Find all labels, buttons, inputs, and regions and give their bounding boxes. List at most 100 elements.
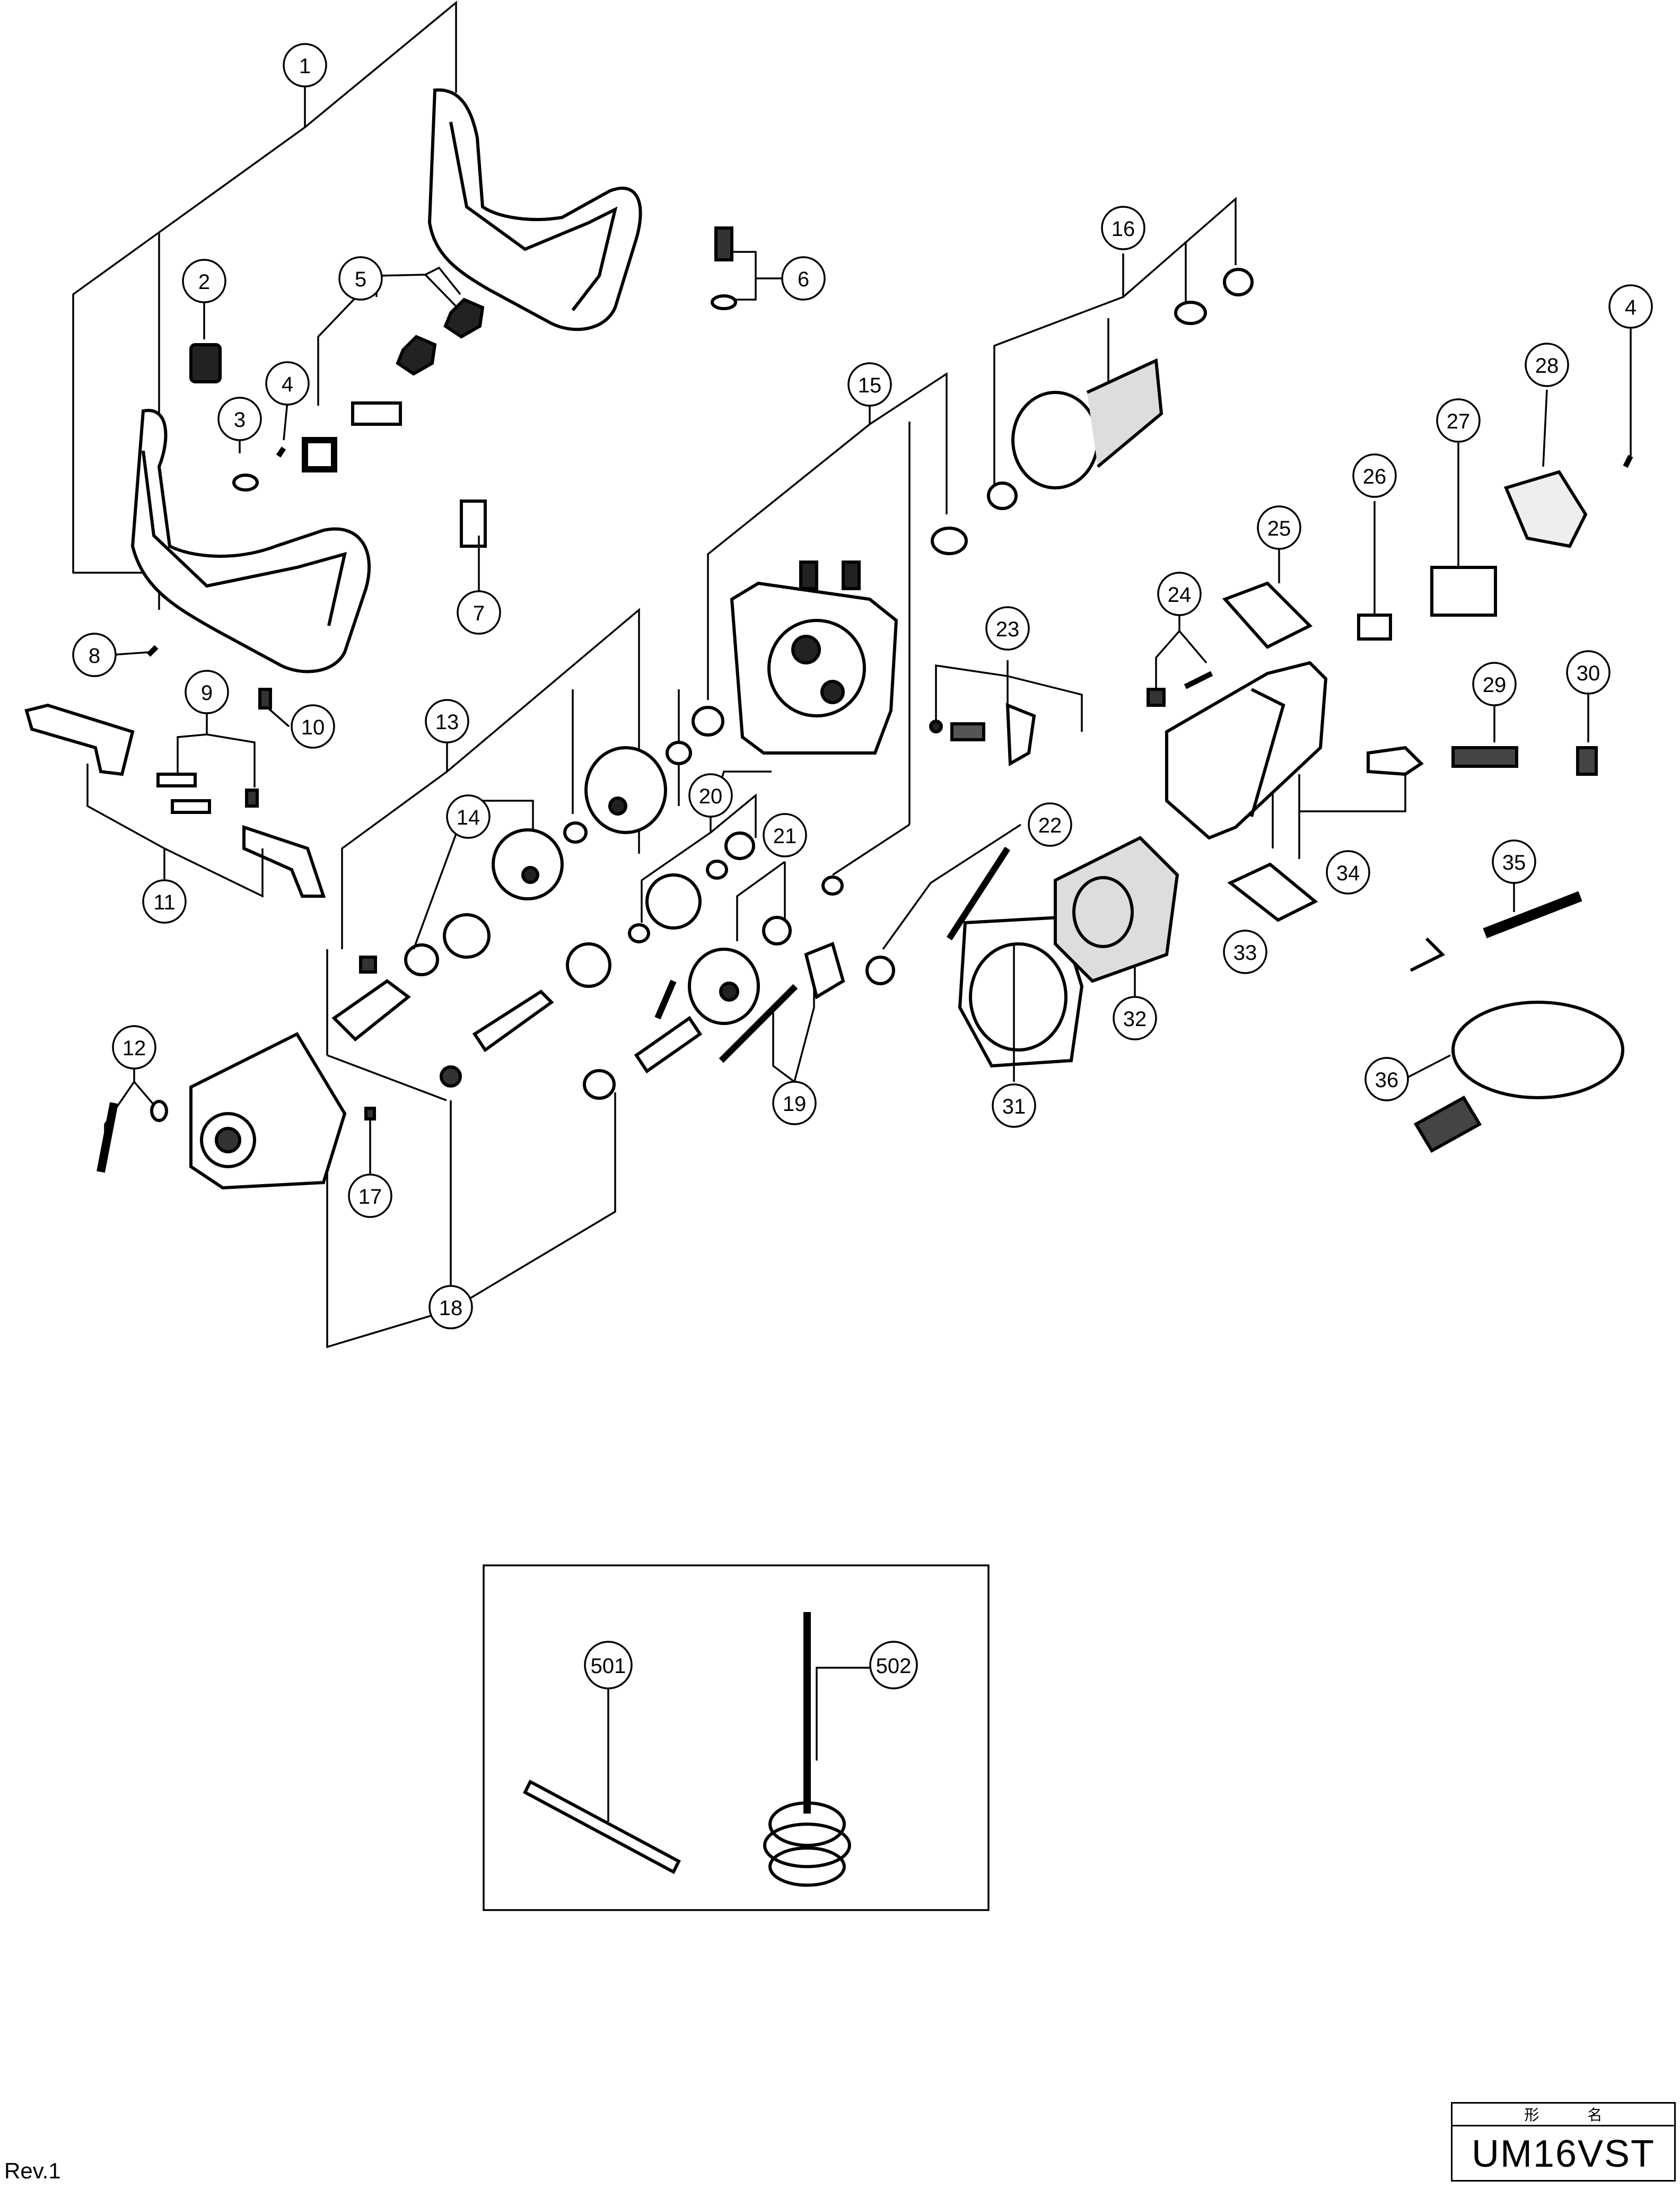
callout-label: 19 xyxy=(783,1092,807,1116)
callout-3: 3 xyxy=(217,397,262,441)
callout-35: 35 xyxy=(1492,839,1536,884)
callout-32: 32 xyxy=(1113,996,1157,1040)
callout-27: 27 xyxy=(1436,398,1481,443)
callout-label: 22 xyxy=(1038,814,1062,837)
callout-label: 36 xyxy=(1375,1069,1399,1092)
callout-label: 32 xyxy=(1123,1008,1147,1031)
callout-18: 18 xyxy=(428,1285,473,1329)
callout-circle xyxy=(1472,662,1517,706)
callout-label: 18 xyxy=(439,1297,463,1320)
switch xyxy=(189,343,222,383)
callout-label: 25 xyxy=(1267,517,1291,540)
callout-circle xyxy=(763,813,807,857)
title-block-header-left: 形 xyxy=(1524,2107,1539,2123)
callout-circle xyxy=(457,590,501,635)
callout-circle xyxy=(688,773,733,818)
callout-circle xyxy=(217,397,262,441)
callout-circle xyxy=(1101,206,1145,250)
shaft-13 xyxy=(331,979,411,1042)
title-block: 形 名 UM16VST xyxy=(1451,2102,1676,2182)
callout-label: 1 xyxy=(299,55,311,78)
callout-7: 7 xyxy=(457,590,501,635)
callout-circle xyxy=(1352,453,1397,498)
callout-circle xyxy=(781,256,826,301)
handle-upper xyxy=(427,88,642,331)
title-block-header-right: 名 xyxy=(1587,2107,1603,2123)
callout-circle xyxy=(1326,850,1370,895)
callout-circle xyxy=(291,704,335,749)
callout-36: 36 xyxy=(1364,1057,1409,1101)
leader-lines xyxy=(72,1,1632,1822)
callout-label: 501 xyxy=(591,1654,626,1678)
callout-label: 9 xyxy=(201,681,213,705)
callout-circle xyxy=(283,43,327,87)
callout-25: 25 xyxy=(1257,505,1301,550)
stator-32 xyxy=(1054,836,1179,983)
title-block-header: 形 名 xyxy=(1452,2104,1674,2126)
callout-label: 26 xyxy=(1363,465,1387,488)
callout-16: 16 xyxy=(1101,206,1145,250)
clip-7 xyxy=(460,500,487,548)
callout-21: 21 xyxy=(763,813,807,857)
callout-501: 501 xyxy=(584,1641,633,1689)
callout-30: 30 xyxy=(1566,650,1611,695)
bar-11-right xyxy=(242,825,326,898)
callout-label: 15 xyxy=(858,374,882,397)
brush-5b xyxy=(443,297,485,339)
callout-circle xyxy=(1364,1057,1409,1101)
callout-23: 23 xyxy=(985,606,1030,651)
callout-5: 5 xyxy=(338,256,383,301)
callout-circle xyxy=(72,633,117,677)
screw-6 xyxy=(714,226,733,261)
callout-label: 13 xyxy=(435,711,459,734)
callout-circle xyxy=(1492,839,1536,884)
callout-502: 502 xyxy=(869,1641,918,1689)
washer-6 xyxy=(711,294,737,310)
callout-label: 2 xyxy=(198,270,210,294)
callout-label: 16 xyxy=(1112,217,1135,241)
revision-label: Rev.1 xyxy=(4,2158,61,2183)
accessory-box xyxy=(483,1564,990,1911)
callout-circle xyxy=(182,259,226,303)
callout-label: 5 xyxy=(355,268,366,291)
callout-34: 34 xyxy=(1326,850,1370,895)
callout-1: 1 xyxy=(283,43,327,87)
callout-circle xyxy=(425,699,469,743)
callout-label: 34 xyxy=(1336,862,1360,885)
callout-label: 14 xyxy=(457,806,480,829)
callout-circle xyxy=(446,794,491,839)
bar-11-left xyxy=(24,703,135,776)
strip-5 xyxy=(351,401,402,426)
callout-22: 22 xyxy=(1028,802,1072,847)
frame-5 xyxy=(302,437,337,472)
cover-28 xyxy=(1503,470,1588,548)
callout-circle xyxy=(348,1174,392,1218)
callout-circle xyxy=(1608,284,1653,329)
brush-5a xyxy=(396,335,437,376)
shaft-501 xyxy=(523,1779,681,1875)
armature xyxy=(1086,358,1163,468)
callout-circle xyxy=(1113,996,1157,1040)
callout-11: 11 xyxy=(142,879,187,924)
callout-4: 4 xyxy=(1608,284,1653,329)
callout-6: 6 xyxy=(781,256,826,301)
callout-label: 24 xyxy=(1168,583,1192,607)
callout-17: 17 xyxy=(348,1174,392,1218)
callout-circle xyxy=(142,879,187,924)
callout-14: 14 xyxy=(446,794,491,839)
callout-4: 4 xyxy=(265,361,310,406)
callout-33: 33 xyxy=(1223,930,1267,974)
gear-housing xyxy=(730,581,898,755)
callout-circle xyxy=(584,1641,633,1689)
callout-13: 13 xyxy=(425,699,469,743)
callout-20: 20 xyxy=(688,773,733,818)
callout-circle xyxy=(1525,343,1569,387)
callout-circle xyxy=(1157,572,1202,616)
callout-circle xyxy=(428,1285,473,1329)
callout-2: 2 xyxy=(182,259,226,303)
callout-label: 8 xyxy=(89,644,100,668)
callout-circle xyxy=(847,362,892,407)
callout-label: 4 xyxy=(1625,296,1637,319)
callout-label: 28 xyxy=(1535,354,1559,378)
